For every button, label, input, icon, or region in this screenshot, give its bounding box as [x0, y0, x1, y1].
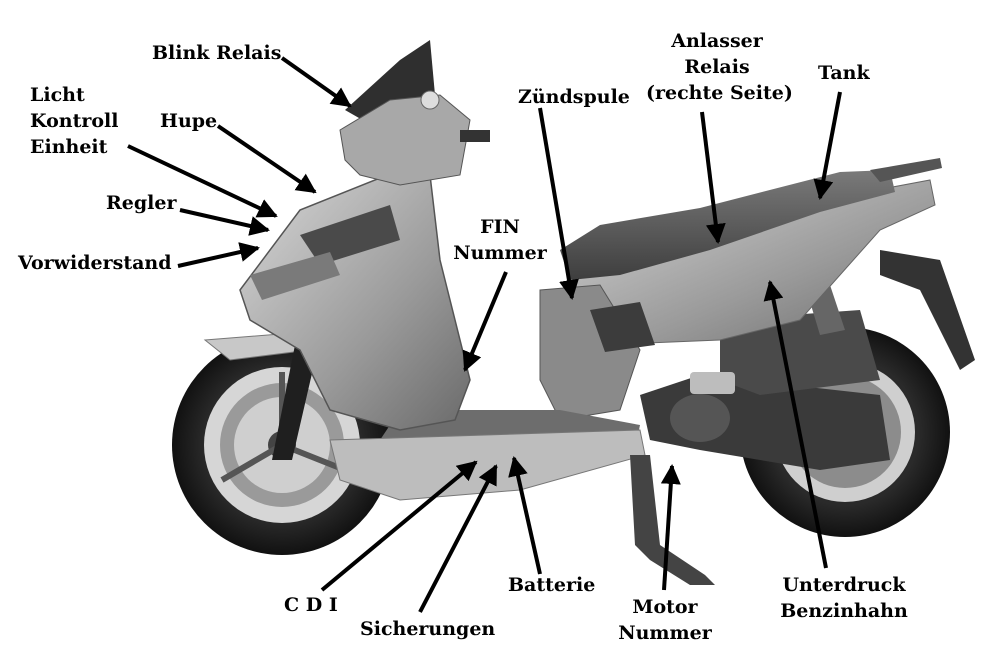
arrow-anlasser-relais — [700, 111, 726, 244]
arrow-sicherungen — [418, 464, 498, 613]
label-line: Relais — [684, 56, 750, 78]
label-zuendspule: Zündspule — [518, 86, 630, 108]
label-unterdruck-benzinhahn: Unterdruck Benzinhahn — [774, 572, 914, 624]
label-line: Anlasser — [671, 30, 763, 52]
arrow-blink-relais — [280, 56, 352, 108]
label-line: Licht — [30, 84, 85, 106]
label-regler: Regler — [106, 192, 177, 214]
arrow-tank — [813, 91, 842, 200]
label-motor-nummer: Motor Nummer — [616, 594, 714, 646]
label-sicherungen: Sicherungen — [360, 618, 496, 640]
arrow-licht-kontroll — [127, 144, 278, 218]
label-line: (rechte Seite) — [646, 82, 793, 104]
arrow-regler — [179, 208, 270, 236]
arrow-batterie — [508, 456, 542, 575]
label-line: Einheit — [30, 136, 108, 158]
arrow-unterdruck — [763, 280, 828, 569]
grab-rail — [870, 158, 942, 182]
label-vorwiderstand: Vorwiderstand — [18, 252, 172, 274]
label-hupe: Hupe — [160, 110, 218, 132]
engine-block — [640, 285, 890, 470]
side-vent — [590, 302, 655, 352]
arrow-hupe — [216, 124, 317, 194]
arrow-vorwiderstand — [177, 242, 260, 268]
arrow-zuendspule — [538, 107, 579, 300]
front-light-strip — [250, 252, 340, 300]
lower-skirt — [329, 429, 646, 501]
seat — [560, 170, 895, 280]
rear-mudguard — [880, 250, 975, 370]
label-line: Kontroll — [30, 110, 119, 132]
arrow-motor-nummer — [660, 464, 681, 591]
label-cdi: C D I — [284, 594, 338, 616]
label-batterie: Batterie — [508, 574, 596, 596]
label-line: Benzinhahn — [780, 600, 908, 622]
label-licht-kontroll-einheit: Licht Kontroll Einheit — [30, 82, 118, 160]
label-line: Nummer — [453, 242, 547, 264]
label-blink-relais: Blink Relais — [152, 42, 282, 64]
label-line: Nummer — [618, 622, 712, 644]
center-stand — [630, 455, 715, 585]
callout-arrows — [127, 56, 842, 613]
label-anlasser-relais: Anlasser Relais (rechte Seite) — [646, 28, 793, 106]
arrow-fin-nummer — [462, 271, 508, 372]
label-fin-nummer: FIN Nummer — [452, 214, 548, 266]
label-tank: Tank — [818, 62, 870, 84]
arrow-cdi — [320, 460, 478, 592]
handlebar-assembly — [339, 40, 490, 186]
front-grille — [300, 205, 400, 265]
label-line: Motor — [632, 596, 698, 618]
label-line: FIN — [480, 216, 520, 238]
label-line: Unterdruck — [782, 574, 906, 596]
